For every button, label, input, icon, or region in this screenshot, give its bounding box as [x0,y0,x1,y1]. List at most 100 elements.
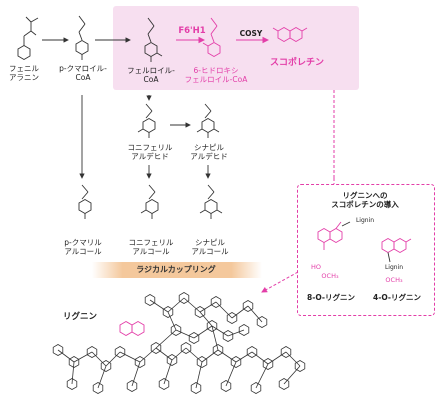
lignin-link [71,361,75,385]
pink-dashed-arrow-to-lignin [261,271,299,293]
lignin-link [91,351,107,367]
label-phenylalanine: フェニル アラニン [9,64,39,82]
lignin-link [201,349,219,363]
lignin-ring [100,360,112,372]
hydroxyferuloyl-coa-structure [202,17,221,58]
phenylalanine-structure [17,16,39,61]
lignin-link [171,347,187,361]
label-sinapyl-alcohol: シナピル アルコール [191,238,229,256]
lignin-link [149,299,169,313]
lignin-ring [280,346,292,358]
lignin-link [73,351,93,363]
inset-label-4o-lignin: 4-O-リグニン [373,293,421,302]
inset-title: リグニンへの スコポレチンの導入 [331,191,399,209]
lignin-ring [52,344,64,356]
label-coniferyl-alcohol: コニフェリル アルコール [128,238,174,256]
label-scopoletin: スコポレチン [269,58,324,68]
sinapyl-alcohol-structure [199,184,223,219]
lignin-ring [188,332,200,344]
lignin-ring [190,382,202,394]
label-radical-coupling: ラジカルカップリング [136,265,216,274]
lignin-link [199,311,213,327]
sinapaldehyde-structure [196,103,220,138]
lignin-link [167,297,185,313]
inset-och3-tag-2: OCH₃ [385,276,403,284]
inset-o-link [341,221,351,227]
label-enzyme-f6h1: F6'H1 [178,26,206,36]
inset-8o-lignin-structure [317,221,343,250]
lignin-link [247,305,263,323]
lignin-link [193,325,213,339]
lignin-ring [170,324,182,336]
lignin-ring [158,378,170,390]
lignin-link [163,359,173,385]
lignin-link [139,347,157,363]
lignin-ring [256,316,268,328]
lignin-ring [226,312,238,324]
lignin-link [251,351,269,365]
scopoletin-pathway-highlight [113,6,359,90]
inset-lignin-tag-1: Lignin [355,217,375,224]
coniferaldehyde-structure [137,103,156,138]
lignin-ring [66,378,78,390]
radical-coupling-band [92,262,262,278]
lignin-ring [294,360,306,372]
lignin-ring [92,382,104,394]
inset-och3-tag-1: OCH₃ [321,272,339,280]
lignin-link [105,351,121,367]
lignin-ring [238,324,250,336]
label-lignin: リグニン [62,312,97,322]
label-hydroxyferuloyl-coa: 6-ヒドロキシ フェルロイル-CoA [184,66,248,84]
lignin-ring [86,346,98,358]
lignin-link [235,351,253,363]
label-sinapaldehyde: シナピル アルデヒド [190,143,228,161]
lignin-link [217,349,237,363]
lignin-link [227,329,245,337]
feruloyl-coa-structure [144,17,163,62]
inset-label-8o-lignin: 8-O-リグニン [307,293,355,302]
lignin-ring [196,356,208,368]
lignin-link [231,305,249,319]
coumaryl-alcohol-structure [78,184,92,219]
lignin-ring [206,320,218,332]
lignin-link [285,351,301,367]
lignin-scopoletin-unit [119,320,145,337]
lignin-ring [262,358,274,370]
lignin-link [119,351,141,363]
lignin-ring [114,346,126,358]
lignin-ring [242,300,254,312]
lignin-link [57,349,75,363]
lignin-ring [246,346,258,358]
lignin-ring [162,306,174,318]
inset-o-link-2 [387,252,391,263]
lignin-ring [150,342,162,354]
lignin-link [225,361,237,387]
coniferyl-alcohol-structure [140,184,159,219]
lignin-link [211,325,229,337]
lignin-ring [178,292,190,304]
lignin-link [185,347,203,363]
lignin-ring [166,354,178,366]
inset-ho-tag: HO [310,263,321,271]
lignin-link [255,363,269,389]
coumaroyl-coa-structure [75,15,89,60]
lignin-link [131,361,141,387]
lignin-link [211,325,219,351]
label-coumaryl-alcohol: p-クマリル アルコール [64,238,102,256]
label-enzyme-cosy: COSY [239,29,263,38]
lignin-ring [126,380,138,392]
lignin-link [97,365,107,389]
lignin-ring [210,296,222,308]
inset-lignin-tag-2: Lignin [384,264,404,271]
lignin-link [267,351,287,365]
lignin-ring [180,342,192,354]
lignin-link [155,329,177,349]
label-coumaroyl-coa: p-クマロイル- CoA [59,64,107,82]
lignin-ring [212,344,224,356]
lignin-link [199,301,217,313]
lignin-ring [220,380,232,392]
lignin-ring [144,294,156,306]
lignin-link [283,365,301,385]
label-coniferaldehyde: コニフェリル アルデヒド [127,143,173,161]
